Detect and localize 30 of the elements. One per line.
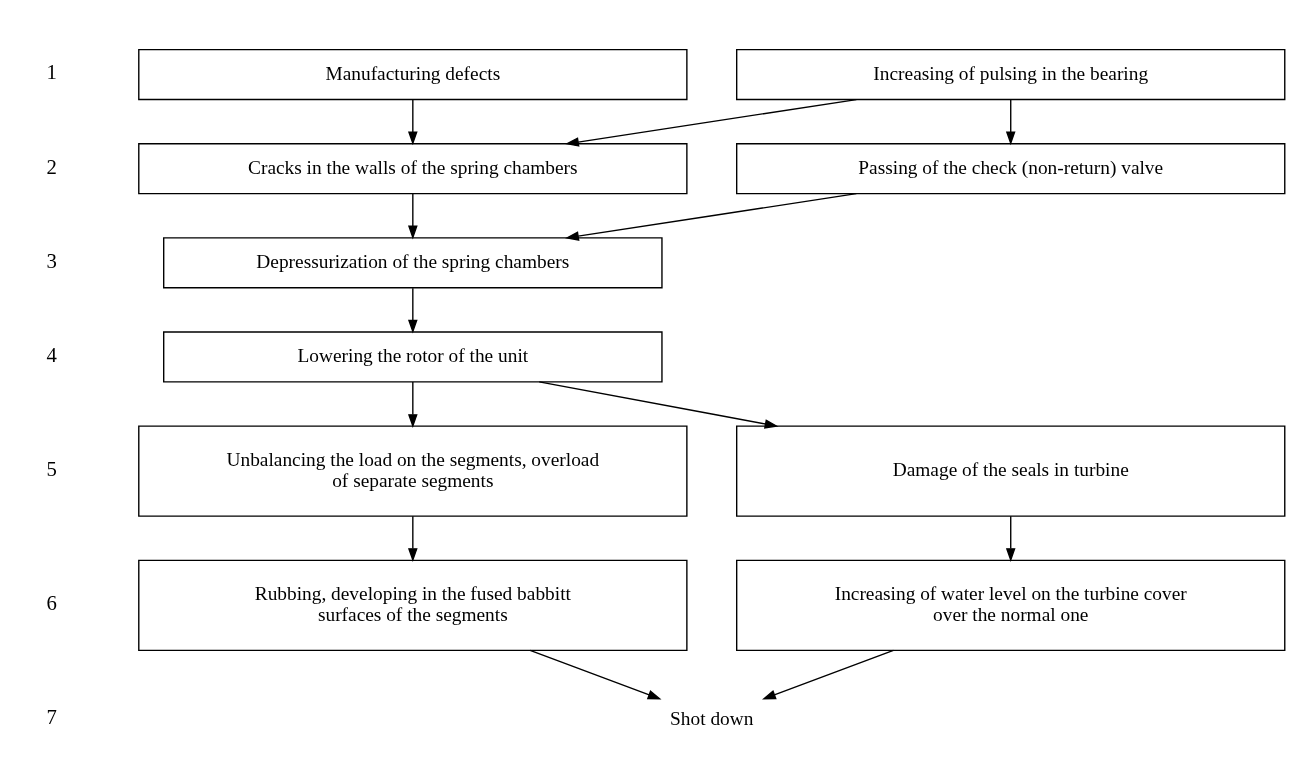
arrow	[408, 381, 418, 428]
node-box: Increasing of water level on the turbine cover over the normal one	[736, 559, 1286, 652]
arrow	[565, 193, 858, 241]
arrow	[408, 287, 418, 334]
arrow	[408, 515, 418, 563]
label: 7	[46, 706, 57, 729]
arrow	[408, 99, 418, 146]
arrow	[1005, 99, 1016, 146]
arrow	[408, 193, 418, 240]
label: 4	[46, 343, 57, 366]
node-box: Manufacturing defects	[138, 49, 688, 101]
node-box: Unbalancing the load on the segments, overload of separate segments	[138, 425, 688, 517]
arrow	[1005, 515, 1016, 563]
node-box: Cracks in the walls of the spring chambers	[138, 143, 688, 195]
label: 6	[46, 592, 57, 615]
node-box: Damage of the seals in turbine	[736, 425, 1286, 517]
arrow	[529, 649, 662, 700]
label: 1	[46, 61, 57, 84]
node-box: Increasing of pulsing in the bearing	[736, 49, 1286, 101]
node-box: Lowering the rotor of the unit	[163, 331, 663, 383]
label: 2	[46, 155, 57, 178]
node-text: Shot down	[670, 707, 754, 729]
arrow	[762, 649, 895, 700]
node-box: Passing of the check (non-return) valve	[736, 143, 1286, 195]
arrow	[565, 98, 858, 147]
node-box: Rubbing, developing in the fused babbitt surfaces of the segments	[138, 559, 688, 652]
node-box: Depressurization of the spring chambers	[163, 237, 663, 289]
arrow	[538, 381, 779, 429]
label: 5	[46, 457, 57, 480]
label: 3	[46, 249, 57, 272]
